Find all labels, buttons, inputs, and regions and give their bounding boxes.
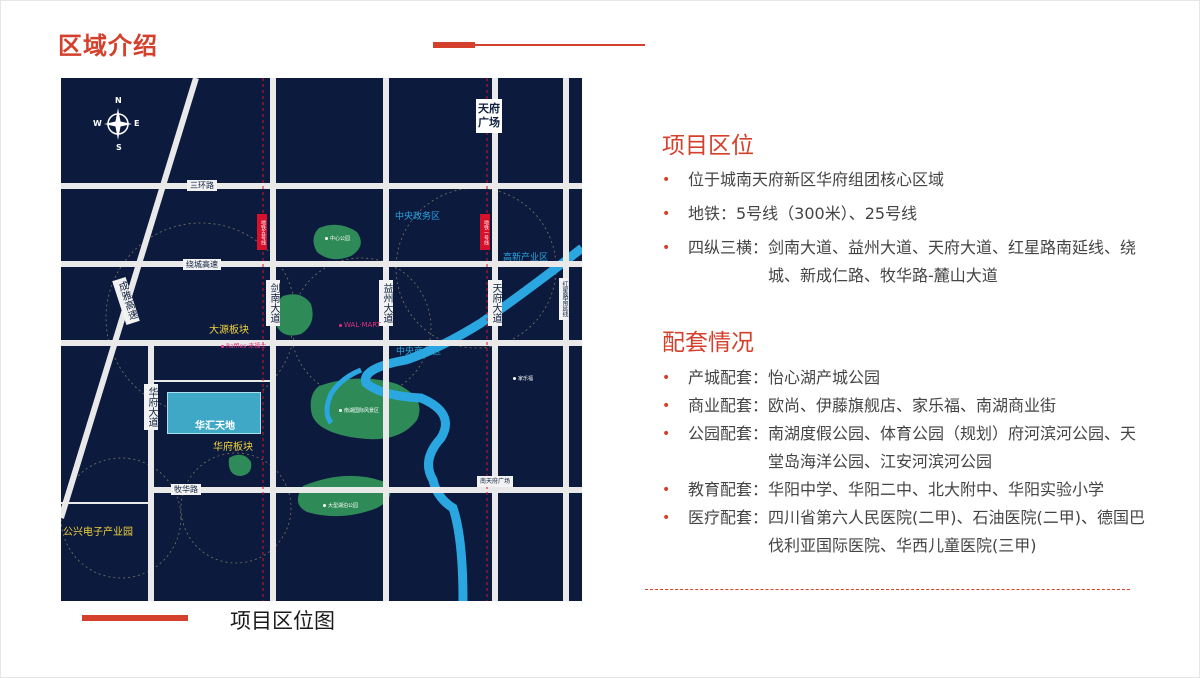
title-accent-bar [433,42,475,48]
compass-west: W [93,119,102,128]
list-item: 商业配套： 欧尚、伊藤旗舰店、家乐福、南湖商业街 [662,392,1150,420]
zone-dayuan: 大源板块 [209,325,249,336]
divider [645,589,1130,590]
list-item: 医疗配套： 四川省第六人民医院(二甲)、石油医院(二甲)、德国巴伐利亚国际医院、… [662,504,1150,560]
poi-lake-park: 南湖国际风景区 [339,408,379,414]
list-item: 教育配套： 华阳中学、华阳二中、北大附中、华阳实验小学 [662,476,1150,504]
poi-walmart: WAL·MART [339,322,381,329]
poi-carrefour: 家乐福 [513,376,533,382]
compass-north: N [115,96,122,105]
zone-central-gov: 中央政务区 [395,212,441,222]
metro-line-1-sign: 地铁一号线 [480,214,490,250]
location-heading: 项目区位 [662,133,754,159]
zone-central-business: 中央商务区 [396,347,442,357]
project-site-marker [167,392,261,434]
project-name: 华汇天地 [195,421,235,432]
list-item: 四纵三横： 剑南大道、益州大道、天府大道、红星路南延线、绕城、新成仁路、牧华路-… [662,234,1142,290]
road-huafu: 华府大道 [144,384,158,430]
compass-south: S [116,143,122,152]
compass: N S E W [93,96,143,154]
poi-big-park: 大型湖泊公园 [323,503,358,509]
amenities-heading: 配套情况 [662,330,754,356]
location-list: 位于城南天府新区华府组团核心区域 地铁：5号线（300米）、25号线 四纵三横：… [662,166,1142,290]
compass-rose-icon [104,108,132,140]
road-honglu: 红星路南延线 [559,278,568,320]
page-title: 区域介绍 [58,32,158,60]
zone-huafu-block: 华府板块 [213,442,253,453]
zone-gongxing: 公兴电子产业园 [63,527,133,538]
title-accent-line [475,44,645,46]
road-third-ring: 三环路 [187,180,217,191]
poi-raffles: Raffles·来福士 [221,344,266,350]
road-ring-expressway: 绕城高速 [183,259,221,270]
poi-center-park: 中心公园 [325,236,350,242]
location-map: N S E W 天府广场 三环路 绕城高速 牧华路 剑南大道 益州大道 天府大道… [61,78,582,601]
list-item: 公园配套： 南湖度假公园、体育公园（规划）府河滨河公园、天堂岛海洋公园、江安河滨… [662,420,1150,476]
list-item: 产城配套： 怡心湖产城公园 [662,364,1150,392]
tianfu-square-sign: 天府广场 [476,99,502,133]
caption-accent-bar [82,615,188,621]
map-caption: 项目区位图 [230,609,335,633]
road-yizhou: 益州大道 [379,280,393,326]
road-tianfu: 天府大道 [488,280,502,326]
road-jiannan: 剑南大道 [266,280,280,326]
amenities-list: 产城配套： 怡心湖产城公园 商业配套： 欧尚、伊藤旗舰店、家乐福、南湖商业街 公… [662,364,1150,560]
road-muhua: 牧华路 [171,484,201,495]
zone-high-tech: 高新产业区 [503,253,549,263]
metro-line-5-sign: 地铁五号线 [257,214,267,250]
list-item: 位于城南天府新区华府组团核心区域 [662,166,1142,194]
road-nantianfu: 南天府广场 [477,476,514,487]
compass-east: E [134,119,140,128]
list-item: 地铁：5号线（300米）、25号线 [662,200,1142,228]
map-graphics [61,78,582,601]
